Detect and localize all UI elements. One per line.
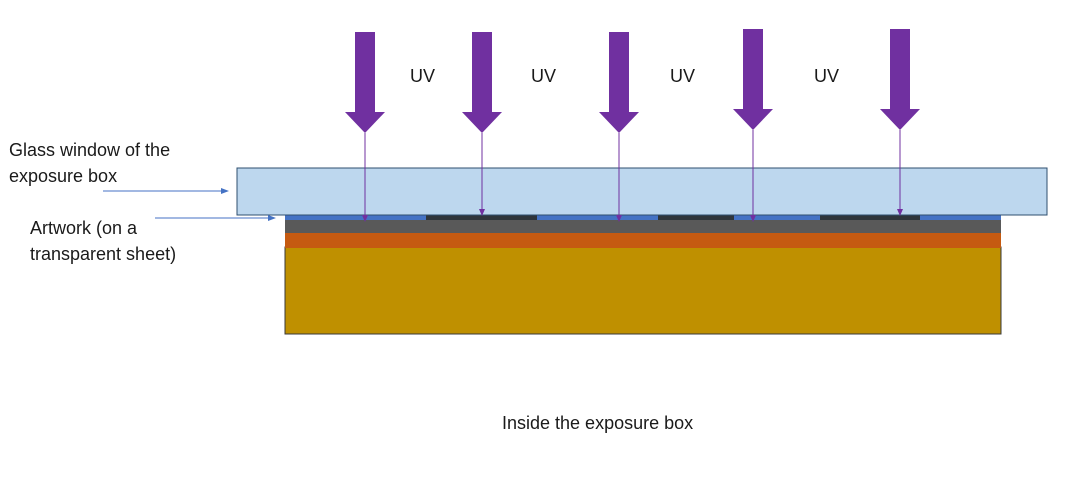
copper-layer [285,232,1001,248]
glass-pointer-arrow [103,188,229,194]
glass-window-label: Glass window of the exposure box [9,137,170,189]
uv-arrow [599,32,639,222]
uv-arrow [462,32,502,216]
artwork-label-line: transparent sheet) [30,244,177,264]
artwork-clear-segment [920,215,1001,220]
uv-arrow [880,29,920,216]
uv-arrow [345,32,385,222]
glass-label-line: Glass window of the [9,140,171,160]
uv-arrow [733,29,773,222]
uv-label: UV [814,66,840,86]
artwork-clear-segment [537,215,658,220]
artwork-clear-segment [734,215,820,220]
artwork-label: Artwork (on a transparent sheet) [30,215,176,267]
uv-label: UV [410,66,436,86]
glass-label-line: exposure box [9,166,118,186]
diagram-caption: Inside the exposure box [502,413,694,433]
artwork-label-line: Artwork (on a [30,218,138,238]
photoresist-layer [285,219,1001,233]
uv-label: UV [670,66,696,86]
uv-label: UV [531,66,557,86]
glass-window [236,167,1048,216]
substrate-layer [284,246,1002,335]
artwork-pointer-arrow [155,215,276,221]
artwork-clear-segment [285,215,426,220]
